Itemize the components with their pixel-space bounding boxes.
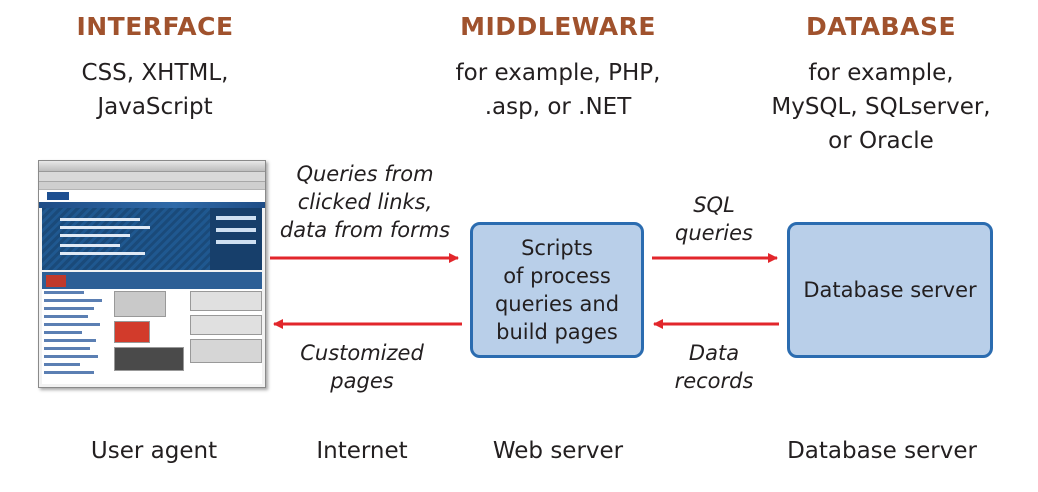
site-tabs [39,202,265,208]
interface-tech-line: JavaScript [97,94,213,120]
database-tech-line: or Oracle [828,128,934,154]
middleware-tech-line: for example, PHP, [455,60,661,86]
browser-screenshot-image [38,160,266,388]
database-heading: DATABASE [805,12,957,41]
flow-label-line: queries [675,221,753,245]
flow-label-line: Customized [300,341,424,365]
internet-label: Internet [316,438,408,464]
interface-technologies: CSS, XHTML, JavaScript [5,56,305,124]
flow-label-line: SQL [693,193,735,217]
box-text-line: build pages [496,320,618,344]
customized-pages-label: Customized pages [282,339,442,395]
site-promo-strip [42,272,262,290]
box-text-line: Scripts [521,236,593,260]
site-content [42,289,262,384]
flow-label-line: pages [330,369,394,393]
data-records-label: Data records [664,339,764,395]
flow-label-line: data from forms [279,218,451,242]
database-technologies: for example, MySQL, SQLserver, or Oracle [731,56,1031,158]
interface-tech-line: CSS, XHTML, [81,60,229,86]
user-agent-label: User agent [90,438,218,464]
sql-queries-label: SQL queries [664,191,764,247]
box-text-line: of process [503,264,611,288]
middleware-heading: MIDDLEWARE [460,12,656,41]
queries-from-links-label: Queries from clicked links, data from fo… [272,160,458,244]
database-tech-line: MySQL, SQLserver, [771,94,991,120]
interface-heading: INTERFACE [76,12,234,41]
web-server-scripts-box: Scripts of process queries and build pag… [470,222,644,358]
site-hero-banner [42,208,262,270]
flow-label-line: records [674,369,754,393]
browser-toolbar [39,172,265,182]
site-logo [39,190,265,202]
browser-navbar [39,182,265,190]
database-server-box: Database server [787,222,993,358]
box-text-line: queries and [494,292,620,316]
flow-label-line: Queries from [296,162,434,186]
database-server-label: Database server [787,438,977,464]
middleware-tech-line: .asp, or .NET [484,94,632,120]
flow-label-line: clicked links, [297,190,433,214]
flow-label-line: Data [688,341,740,365]
box-text-line: Database server [803,278,977,302]
browser-titlebar [39,161,265,172]
web-server-label: Web server [492,438,624,464]
middleware-technologies: for example, PHP, .asp, or .NET [408,56,708,124]
database-tech-line: for example, [808,60,954,86]
